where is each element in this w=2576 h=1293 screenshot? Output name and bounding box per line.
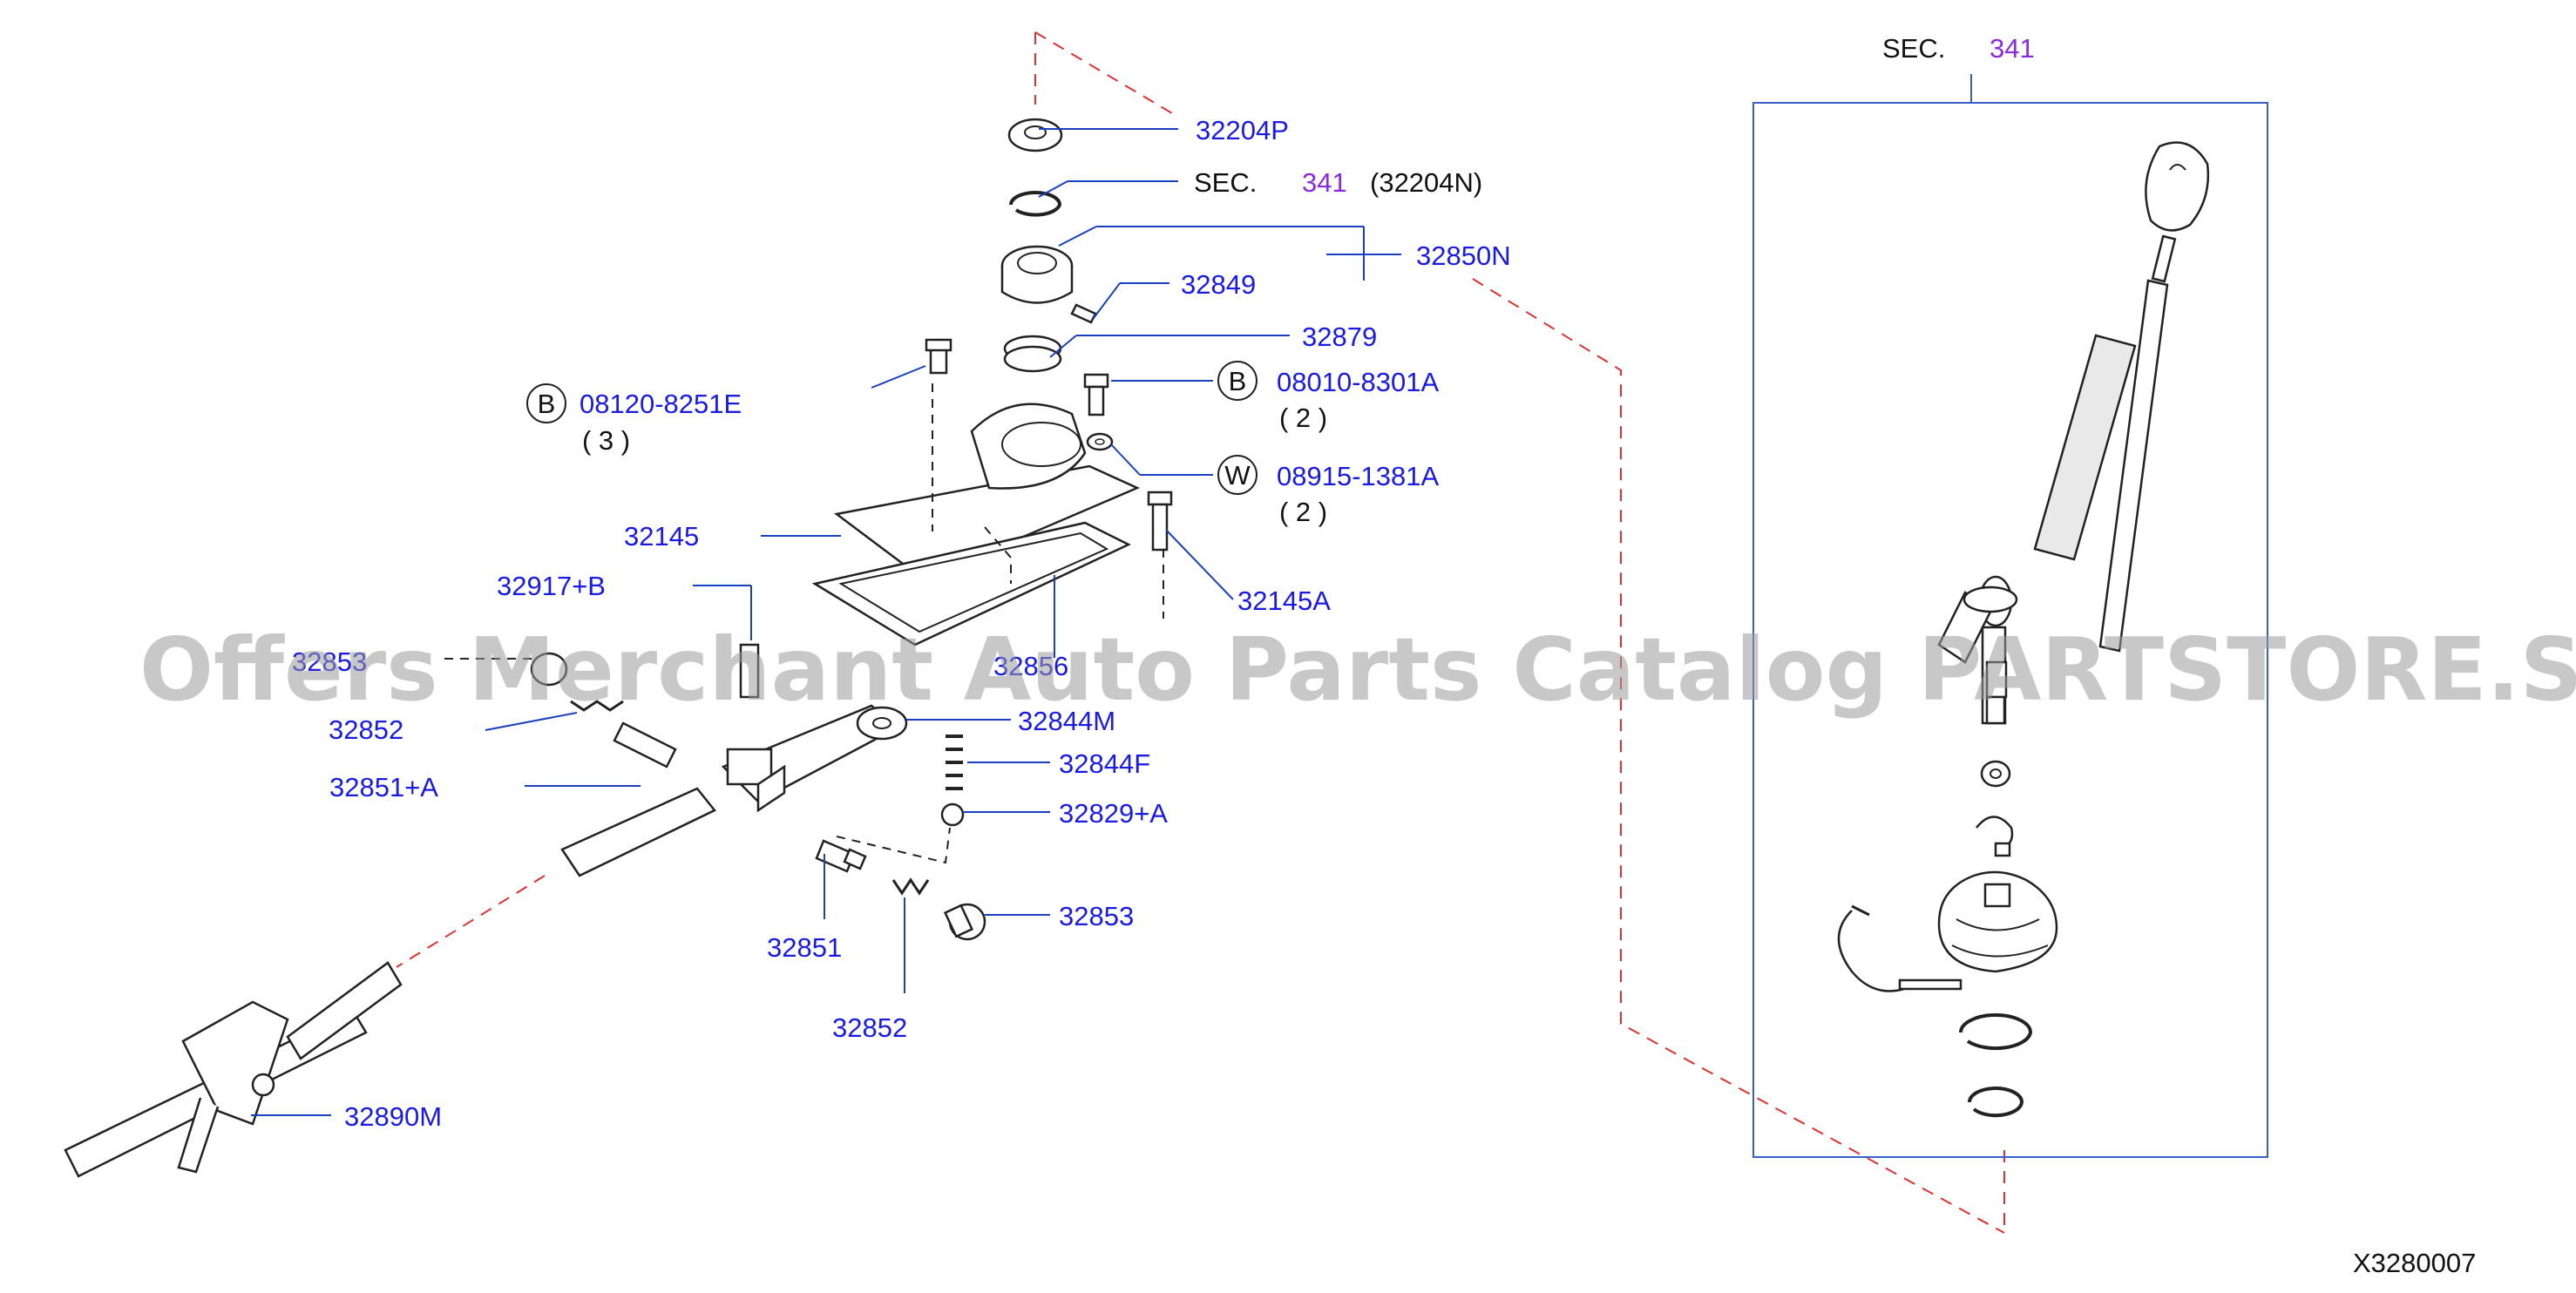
snap-ring-lower xyxy=(1968,1087,2024,1118)
circle-b-left: B xyxy=(526,383,566,423)
label-32145[interactable]: 32145 xyxy=(624,521,699,552)
bolt-08010 xyxy=(1083,373,1109,416)
shift-fork-bracket xyxy=(721,704,908,813)
label-32917B[interactable]: 32917+B xyxy=(497,571,606,601)
shift-rod-32890M xyxy=(64,961,403,1178)
spring-32879 xyxy=(1003,335,1062,373)
label-32852-bottom[interactable]: 32852 xyxy=(832,1012,907,1043)
cover-32145 xyxy=(833,403,1141,581)
shift-lever xyxy=(1937,234,2177,725)
label-qty-2a: ( 2 ) xyxy=(1279,403,1327,433)
label-sec-right-word: SEC. xyxy=(1882,33,1945,64)
gasket-32856 xyxy=(811,521,1131,646)
boot-band xyxy=(1837,904,1963,992)
pin-32917B xyxy=(739,643,760,699)
bolt-08120 xyxy=(925,338,952,375)
label-sec-right-341[interactable]: 341 xyxy=(1990,33,2035,64)
bolt-32145A xyxy=(1147,491,1173,552)
label-qty-2b: ( 2 ) xyxy=(1279,497,1327,527)
ball-32829A xyxy=(940,802,965,827)
circle-b-right: B xyxy=(1217,361,1257,401)
label-32829A[interactable]: 32829+A xyxy=(1059,798,1168,829)
label-32879[interactable]: 32879 xyxy=(1302,322,1377,352)
lever-lower-end xyxy=(1985,660,2008,725)
lever-bushing xyxy=(1963,586,2018,613)
spring-32852-lower xyxy=(891,877,930,896)
label-32844M[interactable]: 32844M xyxy=(1018,706,1115,736)
circle-w: W xyxy=(1217,455,1257,495)
bushing-32204P xyxy=(1007,118,1063,152)
shift-knob xyxy=(2145,141,2209,232)
plug-32853-right xyxy=(943,903,986,941)
label-sec-word: SEC. xyxy=(1194,167,1257,198)
label-08010-8301A[interactable]: 08010-8301A xyxy=(1277,367,1439,397)
pin-32849 xyxy=(1070,303,1097,324)
phantom-lines xyxy=(396,31,2005,1234)
label-qty-3: ( 3 ) xyxy=(582,425,630,456)
label-08915-1381A[interactable]: 08915-1381A xyxy=(1277,461,1439,491)
leader-lines xyxy=(251,128,1401,1116)
lever-nut xyxy=(1980,760,2011,788)
label-32145A[interactable]: 32145A xyxy=(1237,586,1331,616)
svg-text:B: B xyxy=(1229,366,1247,396)
control-rod xyxy=(560,787,716,877)
label-32890M[interactable]: 32890M xyxy=(344,1101,442,1132)
label-32849[interactable]: 32849 xyxy=(1181,269,1256,300)
washer-08915 xyxy=(1086,432,1114,451)
label-32851A[interactable]: 32851+A xyxy=(329,772,438,802)
label-08120-8251E[interactable]: 08120-8251E xyxy=(580,389,742,419)
assembly-hidden-lines xyxy=(836,383,1164,864)
label-32853-partial[interactable]: 32853 xyxy=(292,646,367,677)
label-32204P[interactable]: 32204P xyxy=(1196,115,1289,146)
socket-32850N xyxy=(1000,245,1074,304)
label-32204N: (32204N) xyxy=(1370,167,1482,198)
label-32852-top[interactable]: 32852 xyxy=(329,714,403,745)
spring-32852-upper xyxy=(570,700,624,712)
lever-clip xyxy=(1976,816,2014,857)
svg-text:W: W xyxy=(1224,460,1251,491)
snap-ring-upper xyxy=(1959,1013,2033,1051)
pin-32851-lower xyxy=(815,839,867,873)
label-32853[interactable]: 32853 xyxy=(1059,901,1134,931)
lever-boot xyxy=(1937,870,2058,973)
label-32856[interactable]: 32856 xyxy=(993,651,1068,681)
label-32850N[interactable]: 32850N xyxy=(1416,240,1511,271)
label-32851[interactable]: 32851 xyxy=(767,932,842,963)
plug-32853-left xyxy=(444,652,568,687)
shift-lever-frame xyxy=(1752,74,2268,1158)
pin-32851A xyxy=(613,721,677,768)
watermark: Offers Merchant Auto Parts Catalog PARTS… xyxy=(139,619,2576,721)
spring-32844F xyxy=(946,735,963,790)
snap-ring-32204N xyxy=(1009,191,1062,217)
label-sec-341[interactable]: 341 xyxy=(1302,167,1347,198)
figure-code: X3280007 xyxy=(2353,1248,2476,1278)
svg-text:B: B xyxy=(538,389,556,419)
label-32844F[interactable]: 32844F xyxy=(1059,748,1150,779)
